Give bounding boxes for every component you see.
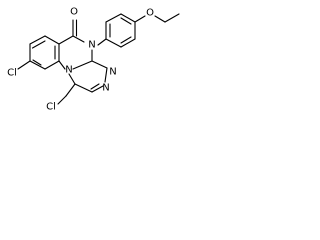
atom-cl-ring: Cl: [7, 68, 17, 79]
atom-n-triazole-2: N: [102, 83, 109, 94]
atom-n-ring: N: [65, 65, 72, 76]
atom-labels: Cl O N O N N N Cl: [7, 7, 154, 113]
atom-o-carbonyl: O: [70, 7, 78, 18]
atom-n-triazole-1: N: [109, 67, 116, 78]
atom-n-amide: N: [88, 40, 95, 51]
atom-o-ether: O: [146, 8, 154, 19]
atom-cl-chain: Cl: [46, 102, 56, 113]
chemical-structure: Cl O N O N N N Cl: [7, 7, 180, 113]
bonds: [17, 13, 180, 105]
